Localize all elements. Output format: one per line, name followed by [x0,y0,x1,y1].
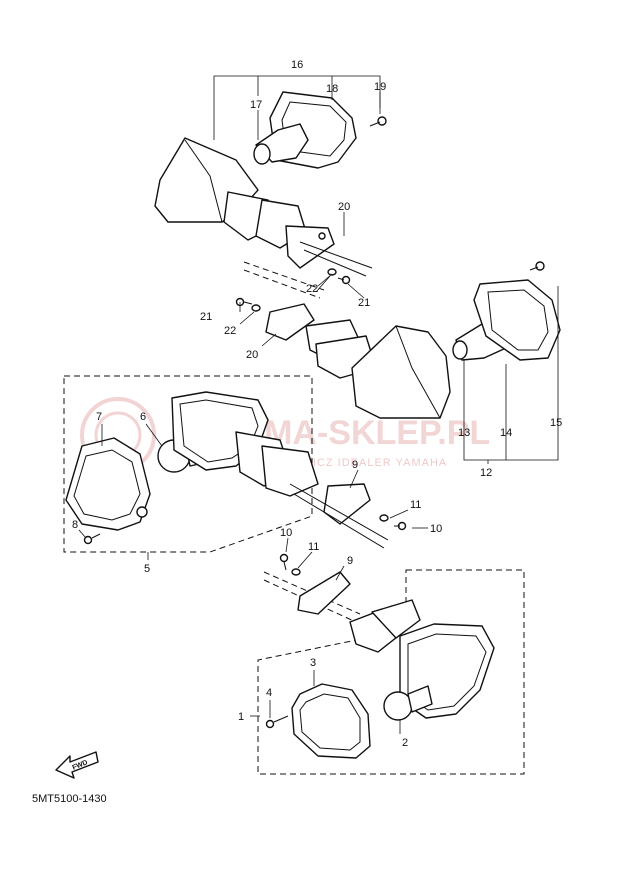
callout-5: 5 [144,563,150,575]
assembly-5-box [63,375,313,553]
callout-20: 20 [246,349,258,361]
callout-17: 17 [250,99,262,111]
washer-part-22 [251,304,261,312]
gasket-part-20 [265,303,315,341]
screw-part-21 [337,275,351,285]
lens-part-14 [473,279,561,361]
front-right-flasher-assembly [257,553,525,775]
diagram-code: 5MT5100-1430 [32,793,107,805]
callout-4: 4 [266,687,272,699]
callout-21: 21 [358,297,370,309]
washer-part-11 [291,568,301,576]
callout-3: 3 [310,657,316,669]
gasket-part-20 [285,225,335,269]
callout-2: 2 [402,737,408,749]
callout-21: 21 [200,311,212,323]
washer-part-22 [327,268,337,276]
lens-part-7 [65,437,151,531]
callout-11: 11 [410,499,421,511]
rear-right-flasher-assembly [235,261,561,464]
screw-part-19 [369,116,387,127]
callout-6: 6 [140,411,146,423]
callout-22: 22 [224,325,236,337]
callout-labels: 16 18 19 17 20 22 21 21 22 20 7 6 8 5 9 … [72,59,562,749]
callout-16: 16 [291,59,303,71]
leader-lines [78,273,428,734]
callout-19: 19 [374,81,386,93]
screw-part-4 [265,715,289,729]
fwd-direction-arrow-icon: FWD [55,751,99,779]
callout-12: 12 [480,467,492,479]
washer-part-11 [379,514,389,522]
callout-13: 13 [458,427,470,439]
callout-8: 8 [72,519,78,531]
callout-10: 10 [430,523,442,535]
callout-22: 22 [306,283,318,295]
callout-1: 1 [238,711,244,723]
callout-20: 20 [338,201,350,213]
callout-7: 7 [96,411,102,423]
callout-10: 10 [280,527,292,539]
gasket-part-9 [323,483,371,525]
screw-part-10 [394,521,407,531]
screw-part-10 [279,553,289,571]
flasher-body-shell [351,325,451,419]
callout-9: 9 [352,459,358,471]
callout-14: 14 [500,427,512,439]
front-left-flasher-assembly [63,375,407,553]
gasket-part-9 [297,571,351,615]
screw-part-15 [529,261,545,271]
screw-part-8 [83,533,101,545]
callout-11: 11 [308,541,319,553]
callout-15: 15 [550,417,562,429]
rear-left-flasher-assembly [154,75,387,293]
screw-part-21 [235,297,253,307]
callout-18: 18 [326,83,338,95]
callout-9: 9 [347,555,353,567]
